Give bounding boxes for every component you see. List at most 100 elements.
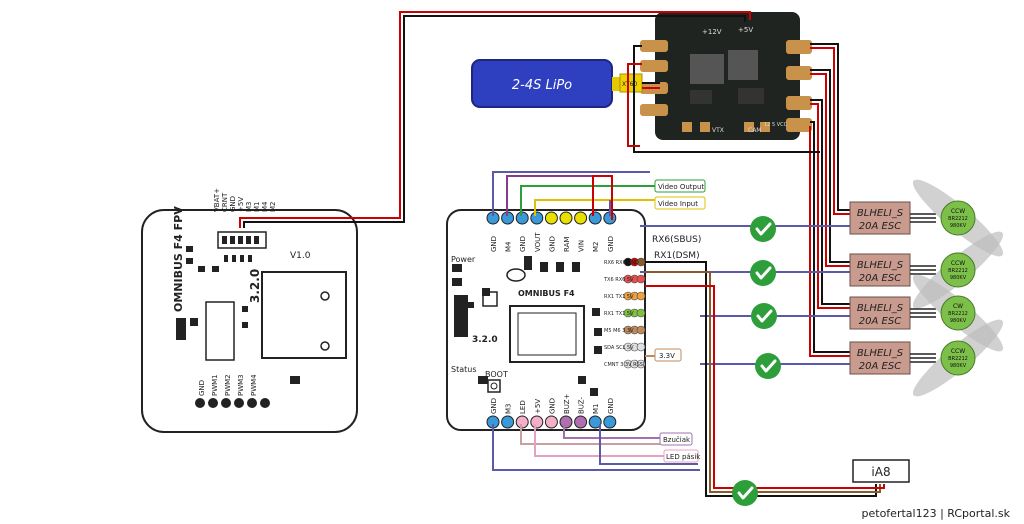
esc-name: BLHELI_S bbox=[857, 260, 904, 271]
fpv-bottom-pin-label: PWM1 bbox=[211, 374, 219, 396]
buzzer-tag: Bzučiak bbox=[663, 436, 691, 444]
fc-bottom-pin bbox=[588, 415, 602, 429]
fc-top-pin bbox=[559, 211, 573, 225]
fc-side-pin-label: SDA SCL 5V bbox=[604, 345, 634, 351]
fc-side-pin bbox=[636, 342, 646, 352]
check-icon bbox=[755, 353, 781, 379]
esc: BLHELI_S 20A ESC bbox=[849, 201, 936, 235]
fc-version: 3.2.0 bbox=[472, 335, 498, 345]
fc-rx6-label: RX6(SBUS) bbox=[652, 235, 701, 245]
esc-name: BLHELI_S bbox=[857, 303, 904, 314]
fpv-bottom-pin-label: PWM2 bbox=[224, 374, 232, 396]
check-icon bbox=[750, 216, 776, 242]
esc: BLHELI_S 20A ESC bbox=[849, 341, 936, 375]
tags: Video Output Video Input 3.3V Bzučiak LE… bbox=[654, 179, 706, 463]
fc-bottom-pin-label: BUZ+ bbox=[563, 393, 571, 414]
check-icon bbox=[750, 260, 776, 286]
motor-kv: 980KV bbox=[950, 363, 967, 369]
motor-direction: CCW bbox=[951, 260, 965, 267]
fc-bottom-pin bbox=[559, 415, 573, 429]
motor-direction: CW bbox=[953, 303, 963, 310]
fpv-bottom-pin-label: GND bbox=[198, 380, 206, 396]
fc-top-pin bbox=[515, 211, 529, 225]
pdb-vcc-label: 12 5 VCC bbox=[764, 122, 788, 128]
motor-kv: 980KV bbox=[950, 223, 967, 229]
led-strip-tag: LED pásik bbox=[666, 453, 701, 461]
esc-rating: 20A ESC bbox=[859, 221, 901, 232]
fc-top-pin-label: M2 bbox=[592, 242, 600, 253]
fc-top-pin-label: GND bbox=[548, 236, 556, 252]
fc-bottom-pin bbox=[515, 415, 529, 429]
fpv-top-pin-label: +5V bbox=[237, 197, 245, 212]
fc-top-pin-label: VIN bbox=[578, 240, 586, 252]
motor-kv: 980KV bbox=[950, 318, 967, 324]
motor-model: BR2212 bbox=[948, 356, 968, 362]
esc-name: BLHELI_S bbox=[857, 348, 904, 359]
fc-bottom-pin-label: GND bbox=[490, 398, 498, 414]
fc-bottom-pin-label: GND bbox=[548, 398, 556, 414]
motor-model: BR2212 bbox=[948, 216, 968, 222]
fc-bottom-pin-label: M1 bbox=[592, 404, 600, 415]
fc-power-label: Power bbox=[451, 255, 476, 264]
esc: BLHELI_S 20A ESC bbox=[849, 296, 936, 330]
fc-side-pin bbox=[636, 274, 646, 284]
check-icon bbox=[732, 480, 758, 506]
wires bbox=[239, 11, 885, 497]
fc-bottom-pin-label: GND bbox=[607, 398, 615, 414]
fpv-top-pin-label: M4 bbox=[261, 201, 269, 212]
motor-direction: CCW bbox=[951, 208, 965, 215]
esc-name: BLHELI_S bbox=[857, 208, 904, 219]
motor-kv: 980KV bbox=[950, 275, 967, 281]
fc-side-pin-label: RX6 RX6 GND bbox=[604, 260, 639, 266]
fc-bottom-pin-label: +5V bbox=[534, 399, 542, 414]
battery-label: 2-4S LiPo bbox=[512, 78, 572, 93]
fc-top-pin bbox=[588, 211, 602, 225]
fc-side-pin bbox=[636, 325, 646, 335]
3v3-tag: 3.3V bbox=[659, 352, 675, 360]
video-output-tag: Video Output bbox=[658, 183, 704, 191]
motor-model: BR2212 bbox=[948, 311, 968, 317]
fpv-top-pin-label: GND bbox=[229, 196, 237, 212]
fc-bottom-pin-label: LED bbox=[519, 400, 527, 414]
receiver-label: iA8 bbox=[871, 465, 890, 479]
fc-side-pin bbox=[636, 308, 646, 318]
esc-rating: 20A ESC bbox=[859, 316, 901, 327]
fpv-top-pin-label: M2 bbox=[269, 202, 277, 213]
pdb-cam-label: CAM bbox=[748, 127, 761, 134]
fc-side-pin-label: RX1 TX1 5V bbox=[604, 311, 634, 317]
fpv-top-pin-label: M3 bbox=[245, 202, 253, 213]
fc-bottom-pin-label: M3 bbox=[505, 404, 513, 415]
credit-text: petofertal123 | RCportal.sk bbox=[862, 507, 1011, 520]
fc-rx1-label: RX1(DSM) bbox=[654, 251, 700, 261]
esc-rating: 20A ESC bbox=[859, 273, 901, 284]
fc-bottom-pin bbox=[603, 415, 617, 429]
fpv-board-version: 3.2.0 bbox=[248, 269, 262, 303]
fc-bottom-pin bbox=[530, 415, 544, 429]
fc-status-label: Status bbox=[451, 365, 477, 374]
check-marks bbox=[732, 216, 781, 506]
esc-rating: 20A ESC bbox=[859, 361, 901, 372]
fc-top-pin-label: GND bbox=[607, 236, 615, 252]
fc-side-pin-label: TX6 RX6 5V bbox=[603, 277, 634, 283]
fpv-board-title: OMNIBUS F4 FPV bbox=[172, 206, 185, 312]
receiver: iA8 bbox=[852, 459, 910, 483]
fc-boot-label: BOOT bbox=[485, 370, 508, 379]
fc-bottom-pin bbox=[501, 415, 515, 429]
power-distribution-board: +12V +5V VTX CAM 12 5 VCC bbox=[640, 12, 812, 140]
fc-bottom-pin-label: BUZ- bbox=[578, 397, 586, 414]
fc-top-pin bbox=[544, 211, 558, 225]
fc-top-pin-label: VOUT bbox=[534, 232, 542, 252]
fc-side-pin bbox=[636, 359, 646, 369]
fpv-board-rev: V1.0 bbox=[290, 251, 311, 261]
fpv-top-pin-label: CRNT bbox=[221, 192, 229, 212]
fc-side-pin bbox=[636, 291, 646, 301]
pdb-5v-label: +5V bbox=[738, 26, 753, 34]
video-input-tag: Video Input bbox=[658, 200, 698, 208]
fc-bottom-pin bbox=[574, 415, 588, 429]
xt60-label: XT60 bbox=[622, 81, 637, 88]
battery: 2-4S LiPo XT60 bbox=[471, 59, 643, 108]
fc-side-pin-label: M5 M6 3.3V bbox=[604, 328, 634, 334]
